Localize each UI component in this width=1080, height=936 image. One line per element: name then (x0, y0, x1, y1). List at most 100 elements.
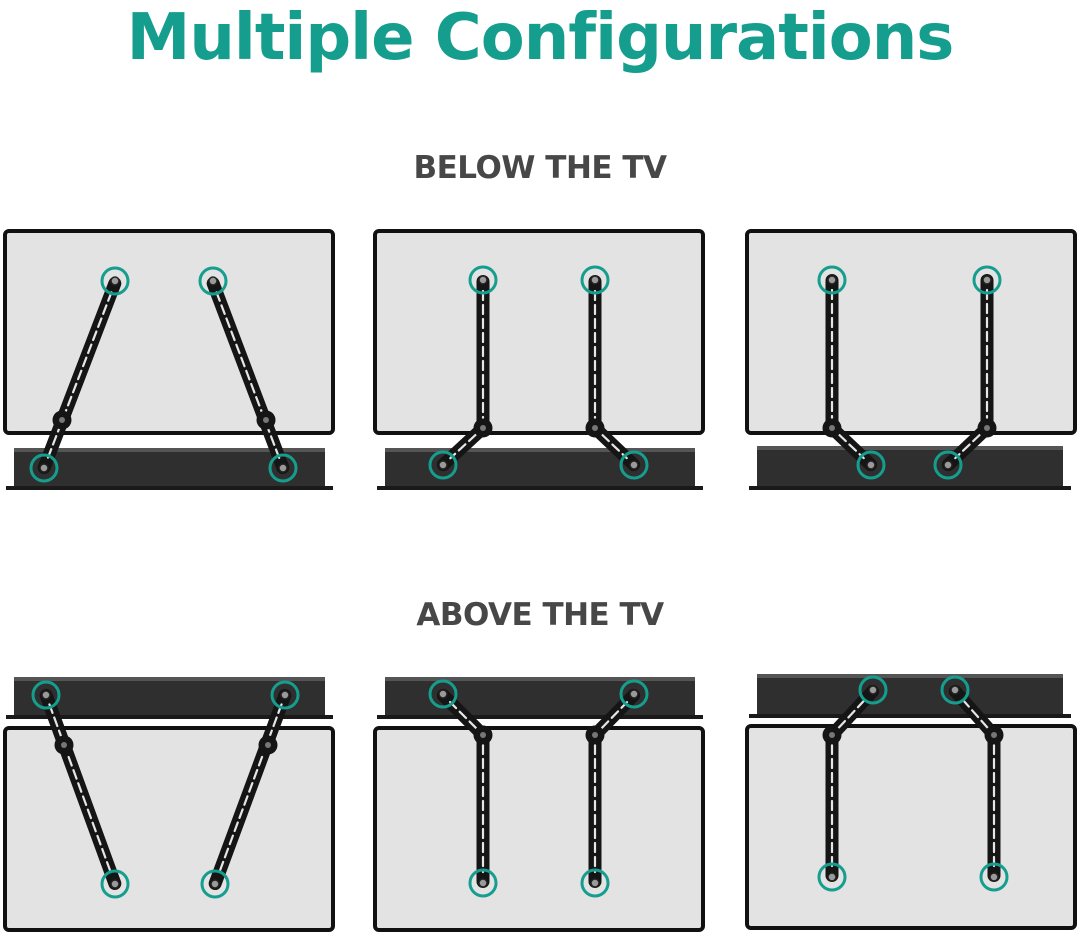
teal-ring-icon (200, 869, 230, 899)
bracket-arm (476, 729, 490, 888)
bracket-arm (980, 274, 994, 434)
bracket-joint-bolt (829, 425, 835, 431)
mount-bolt (590, 878, 600, 888)
teal-ring-icon (619, 679, 649, 709)
bracket-slot (601, 433, 628, 460)
soundbar-ledge (749, 486, 1071, 490)
bracket-slot (600, 701, 629, 729)
teal-ring-icon (270, 680, 300, 710)
mount-bolt (590, 275, 600, 285)
bracket-arm (588, 729, 602, 888)
mount-bolt (208, 276, 218, 286)
mount-bolt (438, 689, 448, 699)
teal-ring-icon (468, 265, 498, 295)
bracket-joint-bolt (984, 425, 990, 431)
bracket-joint-bolt (592, 425, 598, 431)
teal-ring-icon (31, 680, 61, 710)
teal-ring-icon (100, 869, 130, 899)
bracket-joint-bolt (991, 732, 997, 738)
config-above-outward (373, 677, 705, 932)
mount-bolt (39, 463, 49, 473)
mount-bolt (478, 878, 488, 888)
config-above-inward (745, 674, 1077, 930)
bracket-arm (825, 729, 839, 882)
bracket-joint-bolt (59, 417, 65, 423)
mount-bolt (629, 460, 639, 470)
section-heading-above-tv: ABOVE THE TV (416, 597, 664, 633)
mount-bolt (982, 275, 992, 285)
bracket-slot (215, 291, 281, 460)
bracket-slot (954, 433, 981, 460)
mount-bolt (827, 872, 837, 882)
mount-bolt (110, 879, 120, 889)
bracket-arm (825, 684, 880, 742)
teal-ring-icon (268, 453, 298, 483)
teal-ring-icon (972, 265, 1002, 295)
teal-ring-icon (580, 265, 610, 295)
config-below-outward (373, 229, 705, 490)
mount-bolt (280, 690, 290, 700)
teal-ring-icon (940, 675, 970, 705)
bracket-slot (217, 703, 283, 876)
tv-screen (3, 229, 335, 435)
tv-screen (373, 229, 705, 435)
bracket-joint-bolt (480, 732, 486, 738)
bracket-slot (448, 700, 478, 730)
bracket-joint-bolt (61, 742, 67, 748)
soundbar-edge (385, 448, 695, 452)
mount-bolt (866, 460, 876, 470)
bracket-joint-bolt (265, 742, 271, 748)
bracket-slot (960, 697, 989, 729)
tv-screen (3, 726, 335, 932)
bracket-arm (588, 688, 641, 742)
soundbar (757, 446, 1063, 486)
mount-bolt (478, 275, 488, 285)
config-above-angled (3, 677, 335, 932)
mount-bolt (41, 690, 51, 700)
bracket-arm (476, 275, 490, 434)
soundbar-edge (757, 674, 1063, 678)
bracket-joint-bolt (829, 732, 835, 738)
tv-screen (745, 229, 1077, 435)
soundbar-edge (385, 677, 695, 681)
bracket-arm (987, 729, 1001, 882)
bracket-slot (46, 291, 113, 460)
teal-ring-icon (979, 862, 1009, 892)
bracket-slot (449, 433, 477, 460)
soundbar-ledge (749, 714, 1071, 718)
teal-ring-icon (428, 679, 458, 709)
bracket-arm (588, 275, 602, 434)
teal-ring-icon (198, 266, 228, 296)
bracket-arm (948, 684, 1001, 742)
bracket-arm (436, 688, 490, 742)
bracket-arm (825, 274, 839, 434)
soundbar-edge (757, 446, 1063, 450)
config-below-inward (745, 229, 1077, 490)
teal-ring-icon (100, 266, 130, 296)
teal-ring-icon (29, 453, 59, 483)
page-title: Multiple Configurations (126, 1, 955, 75)
teal-ring-icon (468, 868, 498, 898)
mount-bolt (943, 460, 953, 470)
mount-bolt (278, 463, 288, 473)
teal-ring-icon (856, 450, 886, 480)
mount-bolt (827, 275, 837, 285)
teal-ring-icon (817, 862, 847, 892)
bracket-slot (48, 703, 113, 876)
mount-bolt (989, 872, 999, 882)
teal-ring-icon (428, 450, 458, 480)
tv-screen (745, 724, 1077, 930)
mount-bolt (210, 879, 220, 889)
mount-bolt (110, 276, 120, 286)
mount-bolt (438, 460, 448, 470)
teal-ring-icon (619, 450, 649, 480)
bracket-joint-bolt (592, 732, 598, 738)
teal-ring-icon (817, 265, 847, 295)
config-below-angled (3, 229, 335, 490)
soundbar-ledge (377, 715, 703, 719)
mount-bolt (950, 685, 960, 695)
bracket-joint-bolt (263, 417, 269, 423)
soundbar-ledge (6, 486, 333, 490)
bracket-slot (837, 697, 868, 729)
